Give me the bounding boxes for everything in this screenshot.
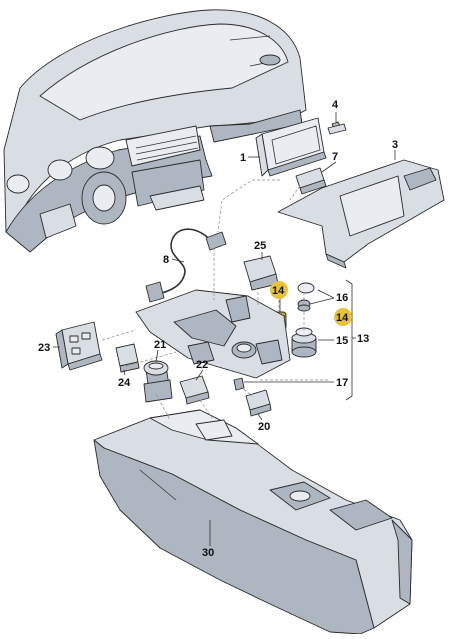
callout-24: 24 bbox=[118, 377, 131, 389]
switch-part bbox=[179, 375, 210, 405]
callout-16: 16 bbox=[336, 292, 348, 304]
center-console bbox=[93, 409, 413, 635]
knob-part bbox=[291, 327, 317, 358]
highlight-marker-14b bbox=[334, 308, 352, 326]
clip-small bbox=[233, 377, 245, 391]
cap-parts bbox=[297, 282, 315, 312]
callout-14b: 14 bbox=[336, 312, 349, 324]
callout-17: 17 bbox=[336, 377, 348, 389]
clip-part bbox=[115, 343, 140, 373]
callout-22: 22 bbox=[196, 359, 208, 371]
bracket-part bbox=[295, 167, 327, 195]
screw-part bbox=[327, 121, 347, 135]
display-unit bbox=[255, 117, 327, 177]
leader-lines bbox=[53, 112, 396, 546]
cover-part bbox=[243, 255, 279, 291]
switch-module bbox=[55, 321, 103, 371]
callout-3: 3 bbox=[392, 139, 398, 151]
callout-30: 30 bbox=[202, 547, 214, 559]
callout-20: 20 bbox=[258, 421, 270, 433]
display-trim-frame bbox=[277, 159, 445, 269]
callout-7: 7 bbox=[332, 151, 338, 163]
callout-1: 1 bbox=[240, 152, 246, 164]
bracket-lower bbox=[245, 389, 272, 417]
cable-part bbox=[145, 228, 227, 303]
highlight-marker-14a bbox=[270, 281, 288, 299]
callout-23: 23 bbox=[38, 342, 50, 354]
dashboard-assembly bbox=[3, 9, 307, 253]
callout-21: 21 bbox=[154, 339, 166, 351]
callout-14a: 14 bbox=[272, 285, 285, 297]
callout-4: 4 bbox=[332, 99, 339, 111]
callout-labels: 1 3 4 7 8 25 14 14 16 15 13 23 21 22 24 … bbox=[38, 99, 398, 559]
assembly-lines bbox=[101, 179, 330, 421]
console-top-plate bbox=[135, 289, 291, 379]
callout-15: 15 bbox=[336, 335, 348, 347]
callout-13: 13 bbox=[357, 333, 369, 345]
gear-knob bbox=[143, 360, 173, 403]
callout-8: 8 bbox=[163, 254, 169, 266]
callout-25: 25 bbox=[254, 240, 266, 252]
